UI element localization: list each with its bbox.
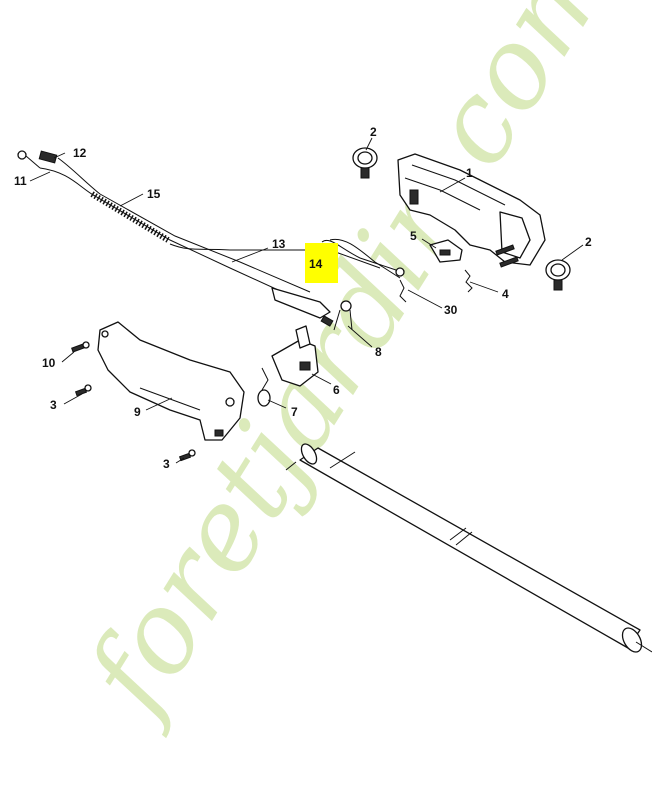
throttle-trigger-13 — [271, 287, 334, 327]
callout-8: 8 — [375, 345, 382, 359]
callout-10: 10 — [42, 356, 56, 370]
callout-15: 15 — [147, 187, 161, 201]
highlight-box — [305, 243, 338, 283]
torsion-spring-8 — [333, 300, 353, 331]
leader-lines — [29, 137, 584, 464]
callout-labels: 1 2 2 3 3 4 5 6 7 8 9 10 11 12 13 14 15 … — [14, 125, 592, 471]
callout-12: 12 — [73, 146, 87, 160]
switch-5 — [429, 239, 463, 263]
callout-7: 7 — [291, 405, 298, 419]
spring-30 — [399, 279, 407, 303]
callout-3-upper: 3 — [50, 398, 57, 412]
rear-handle-9 — [97, 321, 245, 441]
clamp-2-left — [352, 147, 378, 179]
callout-30: 30 — [444, 303, 458, 317]
callout-3-lower: 3 — [163, 457, 170, 471]
shaft-tube — [285, 443, 652, 653]
callout-13: 13 — [272, 237, 286, 251]
spring-4 — [464, 269, 473, 293]
trigger-wire-14 — [321, 240, 405, 277]
callout-2-right: 2 — [585, 235, 592, 249]
callout-14: 14 — [309, 257, 323, 271]
throttle-cable-15 — [17, 150, 401, 301]
callout-2-top: 2 — [370, 125, 377, 139]
callout-9: 9 — [134, 405, 141, 419]
screw-3-upper — [74, 384, 92, 397]
callout-1: 1 — [466, 166, 473, 180]
screw-10 — [71, 341, 90, 353]
handle-housing-1 — [397, 153, 546, 268]
callout-6: 6 — [333, 383, 340, 397]
callout-11: 11 — [14, 174, 27, 188]
clamp-2-right — [545, 259, 571, 291]
callout-4: 4 — [502, 287, 509, 301]
callout-5: 5 — [410, 229, 417, 243]
spring-7 — [257, 367, 271, 407]
lockout-lever-6 — [271, 325, 319, 387]
